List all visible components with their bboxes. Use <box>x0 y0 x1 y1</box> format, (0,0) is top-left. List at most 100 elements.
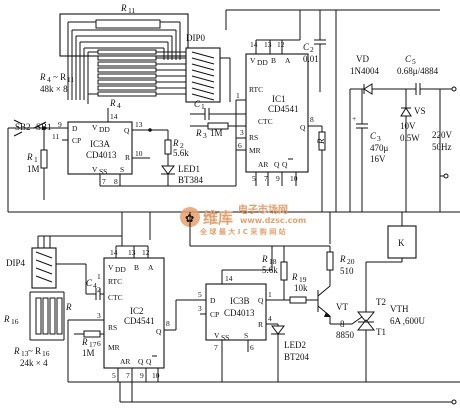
svg-text:14: 14 <box>110 248 118 257</box>
r4-sub: 4 <box>117 101 121 110</box>
c2-value: 0.01 <box>303 54 319 64</box>
svg-text:V: V <box>92 165 98 174</box>
svg-text:DD: DD <box>257 58 268 67</box>
r18-resistor <box>280 246 288 300</box>
svg-text:6: 6 <box>97 339 101 348</box>
r12-label: R <box>316 138 326 145</box>
r17-sub: 17 <box>89 340 97 349</box>
vs-value1: 10V <box>400 121 416 131</box>
svg-text:14: 14 <box>250 40 258 49</box>
r2-sub: 2 <box>180 141 184 150</box>
svg-text:Q: Q <box>124 126 130 135</box>
vth-t1: T1 <box>376 327 386 337</box>
r3-resistor <box>190 122 246 130</box>
r3-sub: 3 <box>203 131 207 140</box>
svg-text:RS: RS <box>249 133 258 142</box>
svg-text:7: 7 <box>102 177 106 186</box>
dip4-label: DIP4 <box>6 258 26 268</box>
svg-text:Q: Q <box>258 296 264 305</box>
r20-value: 510 <box>340 266 354 276</box>
r16-label: R <box>3 314 10 324</box>
svg-text:R: R <box>125 153 130 162</box>
svg-text:8: 8 <box>166 319 170 328</box>
svg-text:2: 2 <box>97 285 101 294</box>
r4-r11-label: R <box>39 72 46 82</box>
r20-label: R <box>339 254 346 264</box>
c4-sub: 4 <box>93 281 97 290</box>
svg-text:CP: CP <box>72 136 81 145</box>
svg-text:7: 7 <box>214 343 218 352</box>
c5-value: 0.68μ/4884 <box>397 66 439 76</box>
vth-t2: T2 <box>376 297 386 307</box>
svg-text:S: S <box>244 331 248 340</box>
r17-value: 1M <box>82 348 95 358</box>
svg-text:SS: SS <box>221 333 229 342</box>
svg-text:B: B <box>134 263 139 272</box>
ac-voltage: 220V <box>432 130 453 140</box>
svg-text:MR: MR <box>108 343 120 352</box>
svg-text:V: V <box>108 263 114 272</box>
vth-part: 6A ,600U <box>390 316 426 326</box>
vs-zener <box>400 89 412 212</box>
dip0-label: DIP0 <box>186 33 206 43</box>
vt-part: 8850 <box>336 330 355 340</box>
svg-text:+: + <box>352 114 356 123</box>
svg-text:1: 1 <box>97 272 101 281</box>
r18-value: 5.6k <box>262 265 278 275</box>
r13-tilde: ~ R <box>28 346 41 356</box>
r19-sub: 19 <box>299 275 307 284</box>
svg-text:11: 11 <box>52 132 59 141</box>
led2-label: LED2 <box>284 340 306 350</box>
svg-text:RTC: RTC <box>108 277 122 286</box>
sb2-switch <box>13 119 23 137</box>
ic2-name: IC2 <box>130 306 144 316</box>
svg-text:9: 9 <box>276 174 280 183</box>
svg-text:9: 9 <box>58 120 62 129</box>
ac-frequency: 50Hz <box>432 142 452 152</box>
r3-label: R <box>195 128 202 138</box>
svg-text:1: 1 <box>268 290 272 299</box>
svg-text:10: 10 <box>290 174 298 183</box>
svg-text:V: V <box>250 56 256 65</box>
svg-text:Q: Q <box>138 357 144 366</box>
r19-value: 10k <box>294 283 308 293</box>
led1-label: LED1 <box>178 164 200 174</box>
ic1-name: IC1 <box>272 94 286 104</box>
vs-value2: 0.5W <box>400 133 420 143</box>
r4-r11-sub: 4 <box>47 75 51 84</box>
c3-label: C <box>370 131 377 141</box>
svg-text:13: 13 <box>264 40 272 49</box>
r4-value: 48k × 8 <box>40 84 68 94</box>
c1-label: C <box>194 99 201 109</box>
rq-label: R <box>65 302 72 312</box>
svg-text:A: A <box>285 56 291 65</box>
relay-label: K <box>398 238 405 248</box>
vth-label: VTH <box>390 304 409 314</box>
c5-label: C <box>405 54 412 64</box>
svg-text:13: 13 <box>128 248 136 257</box>
r4-r11-sub2: 11 <box>67 75 74 84</box>
svg-text:4: 4 <box>268 314 272 323</box>
watermark-brand: 维库 <box>203 209 233 227</box>
svg-text:DD: DD <box>99 125 110 134</box>
svg-text:RS: RS <box>108 323 117 332</box>
r1-label: R <box>26 152 33 162</box>
c1-sub: 1 <box>201 102 205 111</box>
vd-label: VD <box>356 54 369 64</box>
r1-value: 1M <box>27 164 40 174</box>
r19-resistor <box>284 296 318 304</box>
svg-text:10: 10 <box>152 371 160 380</box>
c3-value1: 470μ <box>370 143 389 153</box>
dip0-switch <box>185 47 231 103</box>
ic2-part: CD4541 <box>124 316 155 326</box>
svg-text:1: 1 <box>236 91 240 100</box>
watermark-slogan: 全 球 最 大 I C 采 购 网 站 <box>199 227 286 236</box>
svg-text:5: 5 <box>252 174 256 183</box>
ic1-chip <box>225 9 440 186</box>
relay-k <box>387 212 417 263</box>
svg-text:8: 8 <box>310 115 314 124</box>
watermark-cn: 电子市场网 <box>238 203 288 216</box>
r4-label: R <box>109 98 116 108</box>
ic3a-name: IC3A <box>90 139 111 149</box>
svg-text:12: 12 <box>142 248 150 257</box>
